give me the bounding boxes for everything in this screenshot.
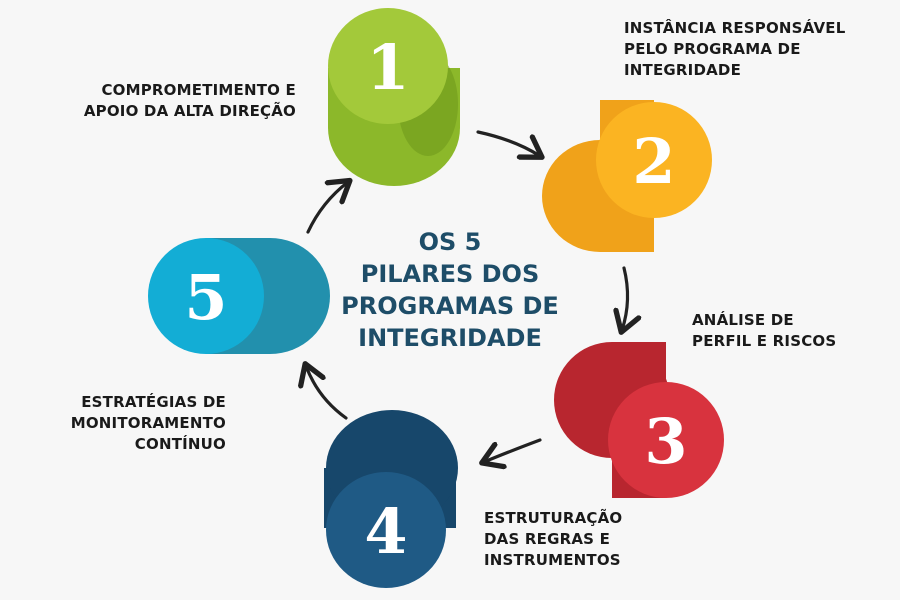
- pillar-3-label-line: ANÁLISE DE: [692, 311, 794, 329]
- diagram-title-line: INTEGRIDADE: [358, 324, 542, 352]
- pillar-1-label: COMPROMETIMENTO E APOIO DA ALTA DIREÇÃO: [40, 80, 296, 122]
- pillar-5-face: [148, 238, 264, 354]
- pillar-2-face: [596, 102, 712, 218]
- diagram-title-line: OS 5: [418, 228, 482, 256]
- pillar-3-label: ANÁLISE DE PERFIL E RISCOS: [692, 310, 882, 352]
- pillar-4-number: 4: [364, 495, 407, 568]
- pillar-2-number: 2: [632, 125, 675, 198]
- pillar-2-label-line: INTEGRIDADE: [624, 61, 742, 79]
- pillar-2-label-line: PELO PROGRAMA DE: [624, 40, 801, 58]
- pillar-3-number: 3: [644, 405, 687, 478]
- pillar-2: 2: [542, 100, 712, 252]
- pillar-2-label: INSTÂNCIA RESPONSÁVEL PELO PROGRAMA DE I…: [624, 18, 884, 81]
- pillar-4-label: ESTRUTURAÇÃO DAS REGRAS E INSTRUMENTOS: [484, 508, 674, 571]
- pillar-1-face: [328, 8, 448, 124]
- pillar-5-label-line: CONTÍNUO: [134, 435, 226, 453]
- arrow-2-to-3: [622, 266, 628, 330]
- diagram-title: OS 5 PILARES DOS PROGRAMAS DE INTEGRIDAD…: [330, 226, 570, 354]
- pillar-1-number: 1: [366, 31, 409, 104]
- arrow-5-to-1: [306, 182, 348, 234]
- pillar-3-label-line: PERFIL E RISCOS: [692, 332, 837, 350]
- diagram-title-line: PILARES DOS: [360, 260, 540, 288]
- pillar-5-number: 5: [184, 261, 227, 334]
- pillar-1: 1: [328, 8, 460, 186]
- pillar-1-label-line: COMPROMETIMENTO E: [101, 81, 296, 99]
- pillar-5-label-line: MONITORAMENTO: [70, 414, 226, 432]
- pillar-3: 3: [554, 342, 724, 498]
- pillar-4-label-line: DAS REGRAS E: [484, 530, 611, 548]
- pillar-4: 4: [324, 410, 458, 588]
- diagram-title-line: PROGRAMAS DE: [341, 292, 559, 320]
- arrow-3-to-4: [484, 438, 542, 462]
- arrow-1-to-2: [476, 130, 540, 156]
- pillar-4-face: [326, 472, 446, 588]
- arrow-4-to-5: [306, 366, 348, 420]
- pillar-4-label-line: INSTRUMENTOS: [484, 551, 621, 569]
- pillar-4-label-line: ESTRUTURAÇÃO: [484, 509, 623, 527]
- pillar-1-label-line: APOIO DA ALTA DIREÇÃO: [83, 102, 296, 120]
- pillar-2-label-line: INSTÂNCIA RESPONSÁVEL: [624, 19, 846, 37]
- pillar-5: 5: [148, 238, 330, 354]
- pillar-5-label-line: ESTRATÉGIAS DE: [81, 393, 226, 411]
- pillar-5-label: ESTRATÉGIAS DE MONITORAMENTO CONTÍNUO: [30, 392, 226, 455]
- pillar-3-face: [608, 382, 724, 498]
